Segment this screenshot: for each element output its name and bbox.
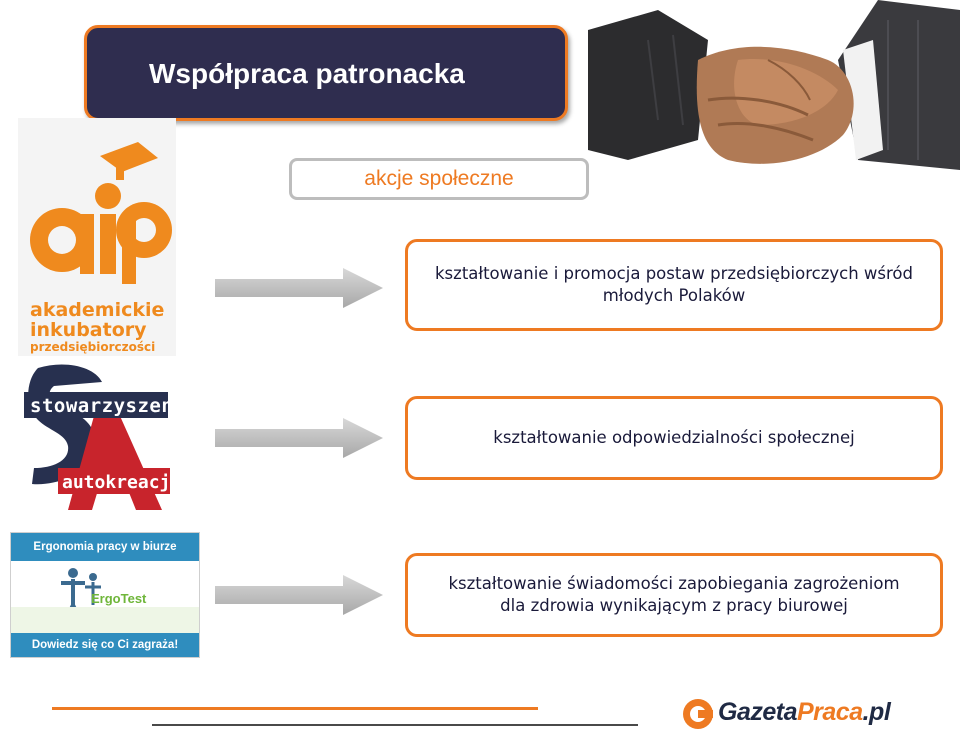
handshake-image — [588, 0, 960, 210]
gazetapraca-name-part1: Gazeta — [718, 698, 797, 726]
aip-logo-line2: inkubatory — [30, 319, 147, 341]
description-box: kształtowanie świadomości zapobiegania z… — [405, 553, 943, 637]
aip-logo-line3: przedsiębiorczości — [30, 340, 155, 354]
description-line: kształtowanie i promocja postaw przedsię… — [435, 264, 913, 283]
footer-divider — [152, 724, 638, 726]
arrow-right-icon — [215, 575, 383, 615]
footer-divider — [52, 707, 538, 710]
description-line: kształtowanie odpowiedzialności społeczn… — [493, 428, 855, 447]
description-box: kształtowanie i promocja postaw przedsię… — [405, 239, 943, 331]
subtitle: akcje społeczne — [364, 167, 514, 190]
autokreacja-logo-line2: autokreacja — [62, 472, 174, 493]
aip-logo: akademickie inkubatory przedsiębiorczośc… — [18, 118, 176, 356]
description-line: młodych Polaków — [602, 286, 746, 305]
gazetapraca-tld: .pl — [862, 698, 891, 726]
autokreacja-logo: stowarzyszenie autokreacja — [24, 364, 174, 514]
ergotest-logo-header: Ergonomia pracy w biurze — [11, 533, 199, 561]
gazetapraca-logo: GazetaPraca.pl — [682, 696, 922, 732]
title-box: Współpraca patronacka — [84, 25, 568, 121]
ergotest-logo-brand: ErgoTest — [91, 591, 147, 606]
autokreacja-logo-line1: stowarzyszenie — [30, 395, 174, 417]
description-line: kształtowanie świadomości zapobiegania z… — [448, 574, 900, 593]
description-box: kształtowanie odpowiedzialności społeczn… — [405, 396, 943, 480]
page-title: Współpraca patronacka — [149, 58, 465, 89]
gazetapraca-mark-icon — [683, 699, 713, 729]
ergotest-figures-icon — [61, 568, 101, 617]
aip-logo-line1: akademickie — [30, 299, 164, 321]
subtitle-box: akcje społeczne — [289, 158, 589, 200]
arrow-right-icon — [215, 268, 383, 308]
ergotest-logo: Ergonomia pracy w biurze ErgoTest Dowied… — [10, 532, 200, 658]
ergotest-logo-footer: Dowiedz się co Ci zagraża! — [11, 633, 199, 657]
gazetapraca-name-part2: Praca — [796, 698, 863, 726]
arrow-right-icon — [215, 418, 383, 458]
description-line: dla zdrowia wynikającym z pracy biurowej — [500, 596, 848, 615]
